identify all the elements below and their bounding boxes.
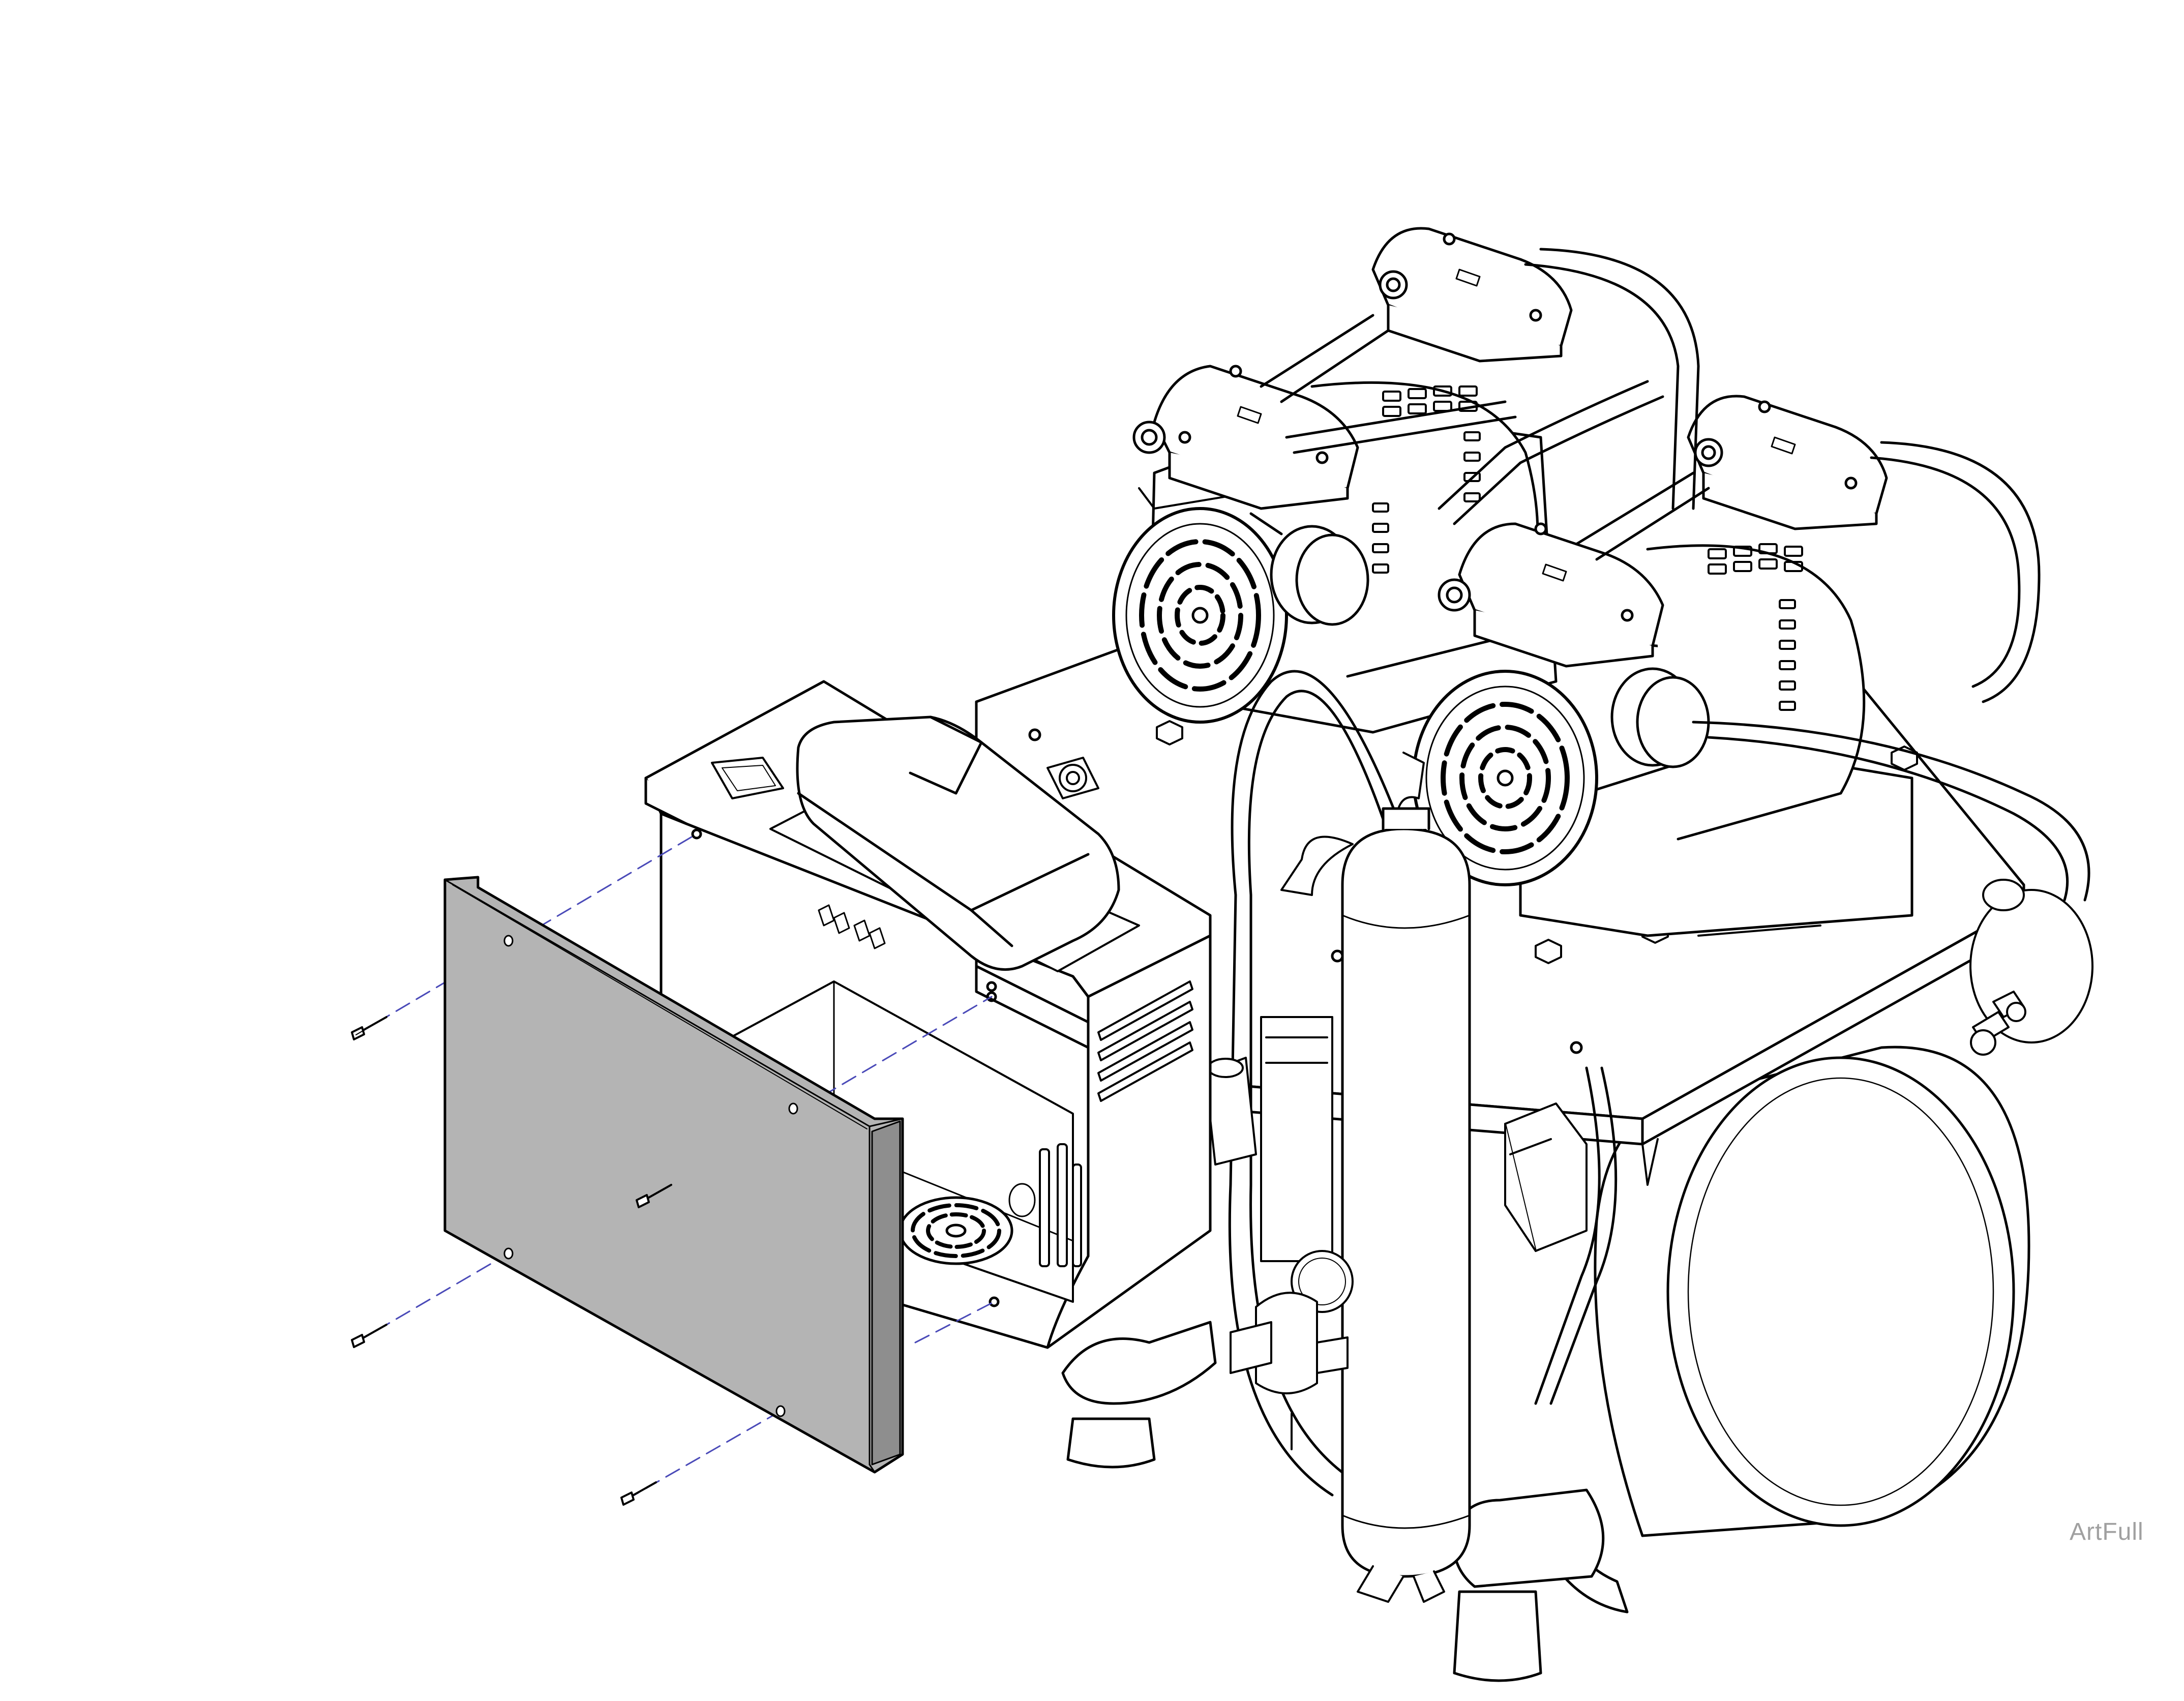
filter-regulator <box>1204 1016 1354 1450</box>
compressor-head <box>1371 227 1573 363</box>
compressor-head <box>1438 522 1664 668</box>
control-box <box>644 680 1212 1349</box>
screw-icon <box>351 1016 387 1040</box>
vent-slots <box>1097 980 1193 1102</box>
compressor-head <box>1687 395 1888 530</box>
vertical-dryer-canister <box>1341 752 1471 1603</box>
transfer-tube <box>1260 314 1390 403</box>
mounting-bracket <box>1504 1102 1588 1252</box>
rubber-foot <box>1061 1321 1629 1682</box>
screw-icon <box>636 1184 672 1208</box>
screw-icon <box>620 1481 657 1506</box>
electrical-connector-icon <box>1046 757 1099 799</box>
watermark-label: ArtFull <box>2070 1518 2144 1545</box>
air-tank <box>1594 1046 2030 1537</box>
valve-fitting <box>1969 879 2093 1056</box>
fan-guard-icon <box>1112 507 1288 724</box>
screw-icon <box>351 1324 387 1348</box>
electrical-enclosure <box>796 715 1120 971</box>
transfer-tube <box>1285 400 1517 454</box>
air-hose <box>1228 248 2090 1497</box>
cooling-fan-icon <box>899 1183 1036 1265</box>
compressor-motor-front <box>1412 543 1913 937</box>
panel-screw <box>351 1016 672 1506</box>
compressor-head <box>1132 365 1359 510</box>
label-plate-icon <box>711 757 784 799</box>
rear-access-panel <box>443 876 904 1474</box>
intake-filter <box>1610 667 1710 768</box>
intake-filter <box>1249 512 1369 626</box>
